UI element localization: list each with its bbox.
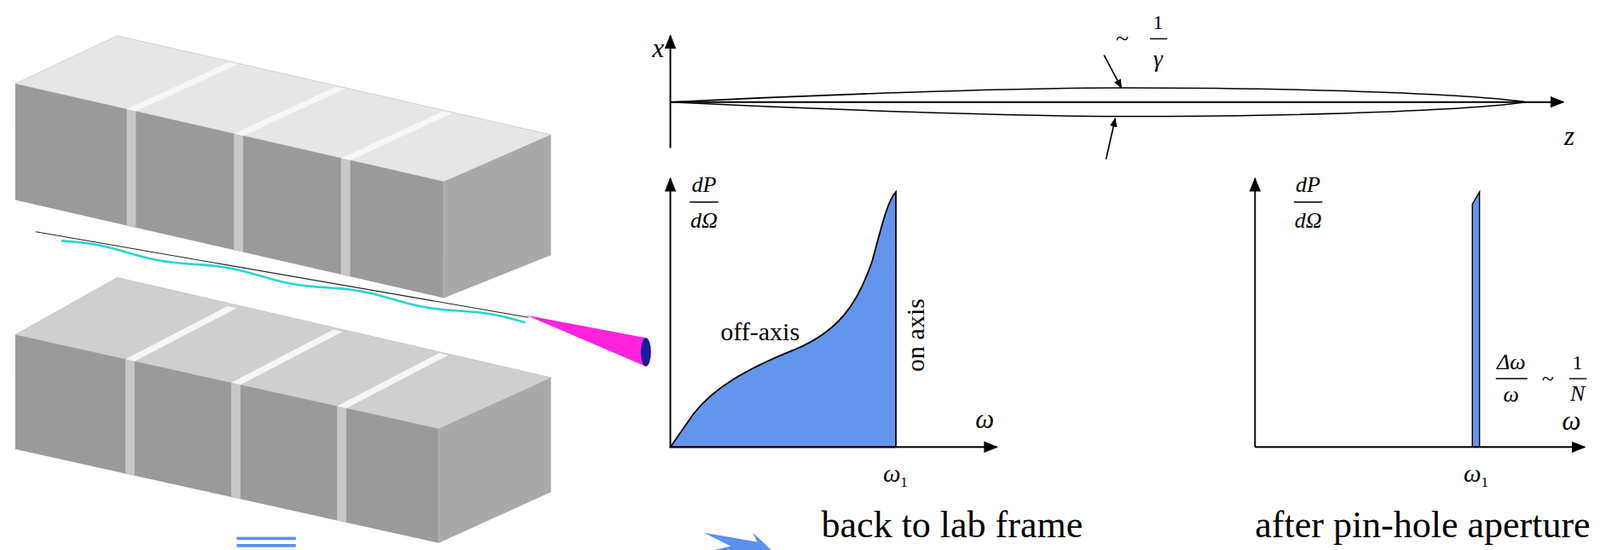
- math-label: dP: [1295, 173, 1321, 197]
- math-label: ~: [1115, 26, 1129, 51]
- math-label: ω: [1463, 461, 1481, 486]
- math-label: dP: [691, 173, 717, 197]
- math-label: Δω: [1496, 351, 1526, 374]
- x-axis: [669, 35, 671, 149]
- width-arrow: [1103, 55, 1121, 88]
- math-label: γ: [1153, 46, 1163, 71]
- fraction-bar: [689, 201, 719, 203]
- radiation-cone: [526, 315, 647, 367]
- axis-label: off-axis: [720, 318, 800, 345]
- math-label: 1: [1572, 352, 1583, 373]
- axis-label: x: [652, 34, 665, 62]
- caption-text: back to lab frame: [821, 506, 1084, 544]
- segment-gap: [127, 62, 238, 111]
- segment-gap: [233, 133, 243, 253]
- spectrum-area: [670, 191, 896, 447]
- fraction-bar: [1293, 201, 1323, 203]
- math-label: dΩ: [690, 209, 718, 232]
- y-axis: [669, 178, 671, 447]
- math-label: 1: [900, 473, 908, 489]
- block-end-face: [438, 377, 552, 543]
- axis-label: z: [1564, 122, 1575, 150]
- undulator-axis: [35, 231, 529, 318]
- magnet-block: [15, 277, 551, 543]
- segment-gap: [340, 110, 452, 160]
- fraction-bar: [1569, 377, 1587, 379]
- electron-trajectory: [61, 240, 526, 323]
- math-label: N: [1570, 382, 1585, 405]
- math-label: ~: [1542, 367, 1554, 390]
- spectrum-peak: [1472, 191, 1479, 447]
- fraction-bar: [1496, 377, 1528, 379]
- segment-gaps: [125, 62, 452, 523]
- segment-gap: [127, 109, 137, 228]
- omega-axis: [670, 445, 997, 448]
- cone-end: [641, 337, 652, 367]
- omega-axis: [1254, 445, 1585, 448]
- math-label: 1: [1153, 11, 1164, 33]
- axis-label: on axis: [902, 298, 929, 372]
- fraction-bar: [1149, 38, 1167, 40]
- width-arrow: [1106, 118, 1116, 160]
- segment-gap: [233, 86, 345, 136]
- block-end-face: [444, 134, 552, 299]
- y-axis: [1253, 178, 1256, 447]
- segment-gap: [231, 329, 342, 386]
- axis-label: ω: [975, 404, 994, 432]
- math-label: 1: [1480, 473, 1489, 489]
- segment-gap: [336, 352, 448, 409]
- caption-text: after pin-hole aperture: [1254, 506, 1590, 544]
- segment-gap: [125, 306, 237, 362]
- emission-lobe: [670, 87, 1525, 117]
- block-front-face: [15, 335, 439, 543]
- equals-sign: [236, 543, 296, 548]
- axis-label: ω: [1561, 407, 1581, 434]
- math-label: ω: [883, 461, 901, 486]
- math-label: ω: [1503, 383, 1520, 406]
- segment-gap: [231, 382, 241, 499]
- z-axis: [670, 101, 1563, 104]
- segment-gap: [336, 405, 347, 522]
- segment-gap: [125, 358, 135, 475]
- block-arrow: [704, 532, 772, 550]
- math-label: dΩ: [1294, 209, 1323, 232]
- magnet-block: [15, 35, 551, 299]
- equals-sign: [236, 537, 296, 541]
- segment-gap: [340, 157, 351, 277]
